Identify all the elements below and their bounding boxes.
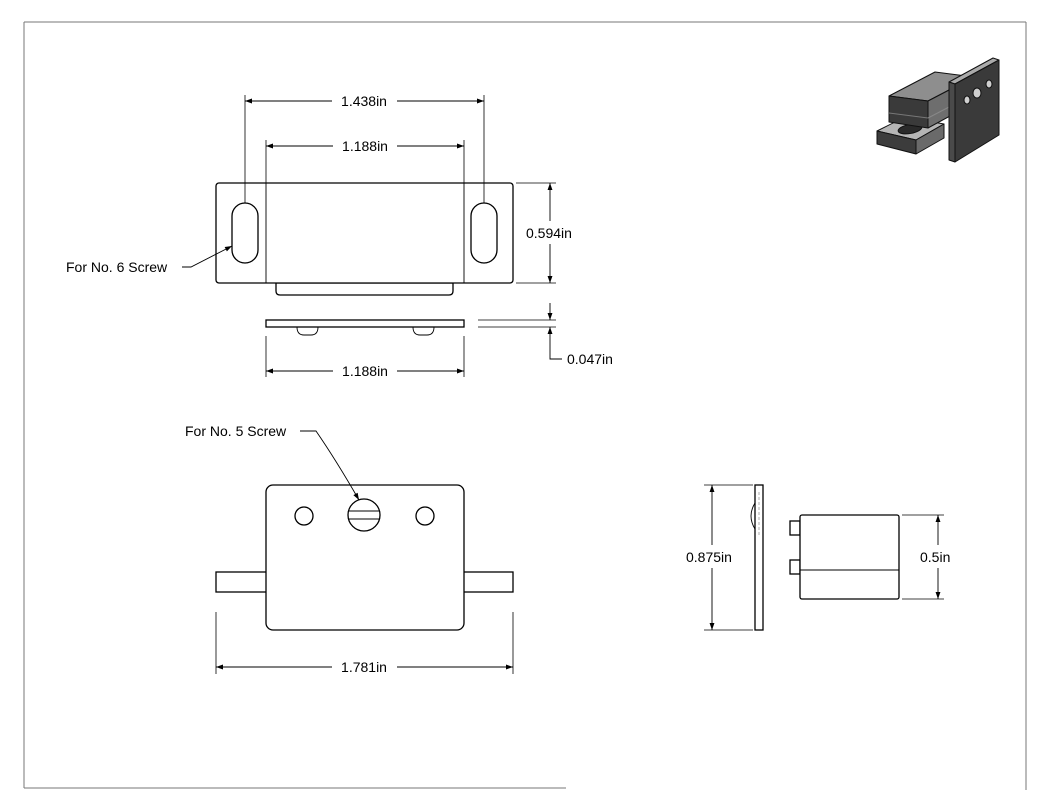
dim-label: 1.781in <box>341 659 387 675</box>
dim-label: 0.5in <box>920 549 950 565</box>
callout-no6-screw: For No. 6 Screw <box>66 245 233 275</box>
screw-slot-right <box>470 202 498 264</box>
end-view-body <box>789 514 900 600</box>
dim-top-body-width: 1.188in <box>265 138 465 183</box>
dim-side-thickness: 0.047in <box>478 303 613 367</box>
dim-front-overall-width: 1.781in <box>215 612 514 675</box>
dim-end-plate-height: 0.875in <box>686 484 753 631</box>
dim-top-height: 0.594in <box>516 182 572 284</box>
dim-label: 0.875in <box>686 549 732 565</box>
dim-label: 1.188in <box>342 363 388 379</box>
center-screw-hole <box>347 498 381 532</box>
front-view <box>215 484 514 631</box>
callout-label: For No. 5 Screw <box>185 423 287 439</box>
side-view <box>265 319 465 336</box>
isometric-view <box>876 57 1000 163</box>
end-view-plate <box>750 484 764 631</box>
top-view <box>215 182 514 296</box>
dim-top-overall-width: 1.438in <box>244 93 485 203</box>
mount-hole-left <box>294 506 314 526</box>
dim-label: 0.594in <box>526 225 572 241</box>
sheet-border <box>23 21 1027 790</box>
callout-no5-screw: For No. 5 Screw <box>185 423 360 501</box>
dim-label: 1.438in <box>341 93 387 109</box>
callout-label: For No. 6 Screw <box>66 259 168 275</box>
screw-slot-left <box>231 202 259 264</box>
dim-end-body-height: 0.5in <box>902 514 950 600</box>
dim-label: 1.188in <box>342 138 388 154</box>
dim-side-width: 1.188in <box>265 336 465 379</box>
dim-label: 0.047in <box>567 351 613 367</box>
mount-hole-right <box>415 506 435 526</box>
